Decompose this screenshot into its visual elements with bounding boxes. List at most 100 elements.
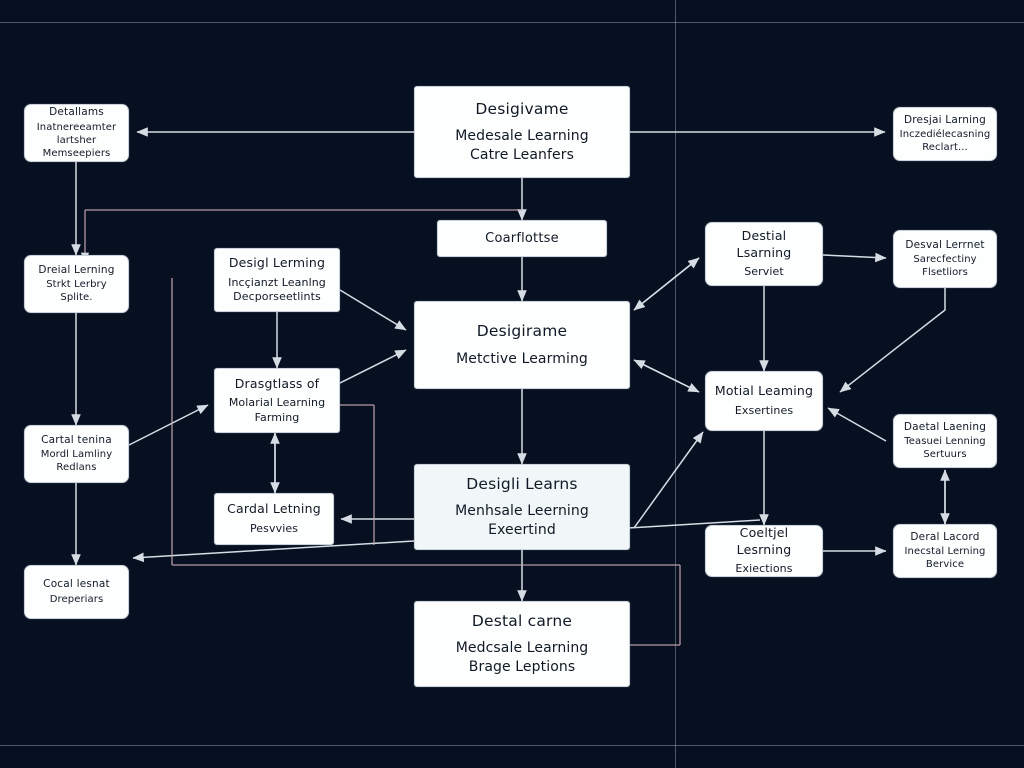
edge-col21-centermain bbox=[339, 289, 407, 331]
node-subtitle-line: Bervice bbox=[925, 559, 965, 571]
node-title: Cocal lesnat bbox=[43, 578, 110, 591]
node-subtitle-line: Incçianzt Leanlng bbox=[228, 275, 326, 289]
node-subtitle: Dreperiars bbox=[50, 593, 104, 606]
node-title: Destial Lsarning bbox=[736, 228, 792, 260]
node-subtitle-line: Dreperiars bbox=[49, 593, 104, 605]
edge-farright1-right2 bbox=[839, 288, 946, 393]
node-subtitle: Metctive Learming bbox=[456, 350, 588, 369]
edge-right1-farright1 bbox=[822, 252, 887, 263]
node-title: Deral Lacord bbox=[910, 530, 980, 543]
node-title: Desigli Learns bbox=[466, 474, 578, 493]
node-subtitle-line: Serviet bbox=[744, 265, 784, 279]
edge-right1-centermain bbox=[633, 257, 700, 311]
edge-left3-col22 bbox=[128, 404, 209, 446]
node-subtitle-line: Sertuurs bbox=[923, 449, 967, 461]
node-subtitle-line: Sarecfectiny bbox=[913, 254, 977, 266]
node-subtitle-line: Strkt Lerbry bbox=[46, 279, 107, 291]
node-title: Desigl Lerming bbox=[228, 255, 326, 271]
node-subtitle-line: Inczediélecasning bbox=[899, 129, 991, 141]
node-subtitle-line: Redlans bbox=[56, 462, 97, 474]
node-subtitle-line: Catre Leanfers bbox=[470, 147, 574, 164]
node-subtitle-line: Mordl Lamliny bbox=[40, 449, 113, 461]
node-title: Cardal Letning bbox=[227, 501, 321, 517]
node-subtitle: Serviet bbox=[744, 265, 784, 280]
node-subtitle-line: Menhsale Leerning bbox=[455, 503, 589, 520]
node-subtitle-line: Teasuei Lenning bbox=[904, 436, 986, 448]
node-subtitle-line: Memseepiers bbox=[42, 147, 111, 159]
node-subtitle-line: Exeertind bbox=[488, 522, 556, 539]
node-title: Detallams bbox=[49, 106, 104, 119]
node-subtitle: Pesvvies bbox=[250, 522, 298, 537]
bottom-rule bbox=[0, 745, 1024, 746]
node-title: Desigirame bbox=[476, 322, 568, 341]
node-subtitle: Exiections bbox=[735, 562, 792, 577]
node-subtitle-line: Splite. bbox=[60, 292, 93, 304]
edge-centerlower-right2 bbox=[633, 431, 704, 529]
edge-col22-centermain bbox=[339, 349, 407, 384]
vertical-divider bbox=[675, 0, 676, 768]
node-title: Desigivame bbox=[475, 99, 569, 118]
node-subtitle-line: Pesvvies bbox=[249, 521, 299, 535]
node-title: Coarflottse bbox=[485, 230, 559, 246]
node-title: Desval Lerrnet bbox=[905, 238, 985, 251]
node-subtitle-line: Metctive Learming bbox=[456, 350, 588, 367]
node-subtitle-line: Medcsale Learning bbox=[455, 640, 589, 657]
node-subtitle-line: Farming bbox=[254, 410, 300, 424]
node-subtitle-line: Inecstal Lerning bbox=[904, 546, 986, 558]
node-subtitle-line: Reclart... bbox=[922, 142, 968, 154]
node-title: Cartal tenina bbox=[41, 433, 112, 446]
edge-centermain-right2 bbox=[633, 359, 700, 393]
node-title: Motial Leaming bbox=[714, 383, 814, 399]
edge-farright2-right2 bbox=[827, 407, 887, 442]
node-title: Dreial Lerning bbox=[38, 263, 115, 276]
node-title: Drasgtlass of bbox=[234, 375, 320, 391]
node-subtitle-line: Brage Leptions bbox=[468, 659, 576, 676]
node-subtitle-line: Decporseetlints bbox=[233, 290, 321, 304]
node-title: Destal carne bbox=[471, 611, 573, 630]
node-controller[interactable]: Coarflottse bbox=[437, 220, 607, 257]
node-subtitle-line: Exiections bbox=[735, 562, 793, 576]
node-subtitle-line: Inatnereeamter bbox=[36, 121, 117, 133]
node-subtitle-line: Medesale Learning bbox=[455, 128, 589, 145]
node-subtitle-line: Flsetliors bbox=[922, 267, 968, 279]
edge-right2-centermain bbox=[633, 359, 700, 393]
node-subtitle-line: lartsher bbox=[56, 134, 97, 146]
node-title: Dresjai Larning bbox=[903, 113, 987, 126]
node-title: Coeltjel Lesrning bbox=[736, 525, 792, 557]
edge-centermain-right1 bbox=[633, 257, 700, 311]
top-rule bbox=[0, 22, 1024, 23]
node-subtitle-line: Exsertines bbox=[734, 403, 794, 417]
node-title: Daetal Laening bbox=[903, 420, 987, 433]
